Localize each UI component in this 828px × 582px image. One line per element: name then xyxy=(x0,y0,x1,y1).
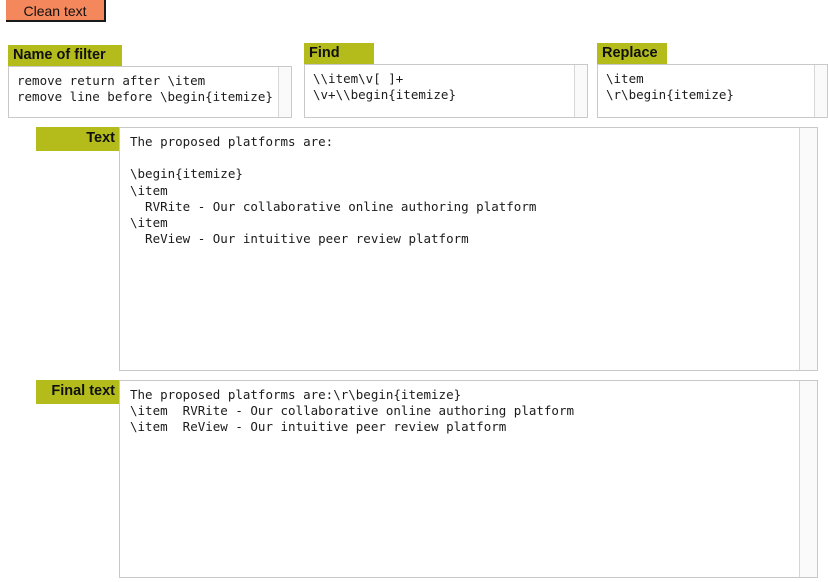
text-textarea[interactable]: The proposed platforms are: \begin{itemi… xyxy=(119,127,818,371)
find-label: Find xyxy=(304,43,374,64)
final-text-label: Final text xyxy=(36,380,120,404)
name-of-filter-scrollbar[interactable] xyxy=(278,67,291,117)
name-of-filter-label: Name of filter xyxy=(8,45,122,66)
text-label: Text xyxy=(36,127,120,151)
replace-field[interactable]: \item \r\begin{itemize} xyxy=(597,64,828,118)
name-of-filter-value[interactable]: remove return after \item remove line be… xyxy=(17,73,273,104)
find-scrollbar[interactable] xyxy=(574,65,587,117)
replace-label: Replace xyxy=(597,43,667,64)
replace-scrollbar[interactable] xyxy=(814,65,827,117)
text-textarea-value[interactable]: The proposed platforms are: \begin{itemi… xyxy=(130,134,537,247)
final-text-textarea-value[interactable]: The proposed platforms are:\r\begin{item… xyxy=(130,387,575,435)
find-field[interactable]: \\item\v[ ]+ \v+\\begin{itemize} xyxy=(304,64,588,118)
final-text-textarea-scrollbar[interactable] xyxy=(799,381,817,577)
final-text-textarea[interactable]: The proposed platforms are:\r\begin{item… xyxy=(119,380,818,578)
name-of-filter-field[interactable]: remove return after \item remove line be… xyxy=(8,66,292,118)
text-textarea-scrollbar[interactable] xyxy=(799,128,817,370)
clean-text-button[interactable]: Clean text xyxy=(6,0,106,22)
find-value[interactable]: \\item\v[ ]+ \v+\\begin{itemize} xyxy=(313,71,456,102)
replace-value[interactable]: \item \r\begin{itemize} xyxy=(606,71,734,102)
